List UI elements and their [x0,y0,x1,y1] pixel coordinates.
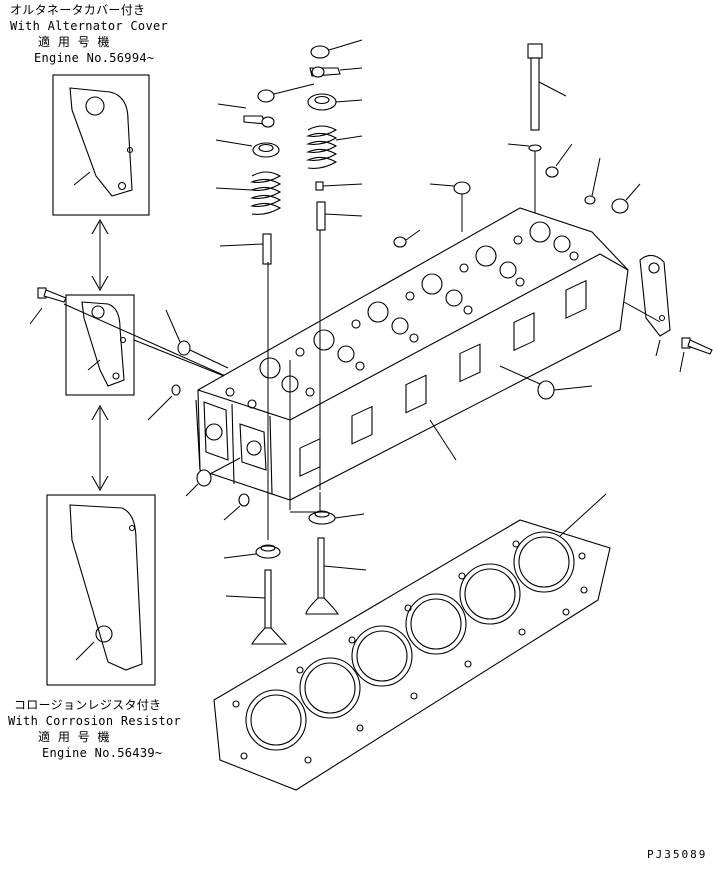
alternator-engine-number: Engine No.56994~ [34,51,155,65]
head-bolt [507,43,567,220]
bracket-detail-box [65,294,135,396]
corrosion-engine-number: Engine No.56439~ [42,746,163,760]
alternator-serial-jp-label: 適 用 号 機 [38,35,110,49]
alternator-cover-note: オルタネータカバー付き With Alternator Cover 適 用 号 … [10,2,168,66]
head-bolt-holes [225,235,579,409]
intake-valve [225,569,288,645]
corrosion-resistor-jp-label: コロージョンレジスタ付き [14,698,162,712]
alternator-cover-jp-label: オルタネータカバー付き [10,3,146,17]
corrosion-serial-jp-label: 適 用 号 機 [38,730,110,744]
valve-spring-left [215,171,282,215]
side-bolt-left [29,287,231,379]
valve-seals [223,230,365,559]
bracket-leader-line [133,339,225,377]
top-caps-right [393,143,641,248]
double-arrow-upper [91,218,109,292]
head-gasket [213,493,611,791]
alternator-cover-en-label: With Alternator Cover [10,19,169,33]
double-arrow-lower [91,404,109,492]
expansion-plugs [147,309,593,521]
alternator-cover-bracket-box [52,74,150,216]
exhaust-valve [305,537,367,615]
drawing-reference-code: PJ35089 [647,848,708,861]
right-bracket [623,254,713,373]
gasket-bolt-holes [232,540,588,764]
cylinder-head [195,207,629,501]
left-valve-train [215,83,315,265]
intake-ports [299,279,587,477]
corrosion-resistor-en-label: With Corrosion Resistor [8,714,182,728]
corrosion-resistor-bracket-box [46,494,156,686]
right-valve-train [305,39,363,231]
corrosion-resistor-note: コロージョンレジスタ付き With Corrosion Resistor 適 用… [8,697,181,761]
